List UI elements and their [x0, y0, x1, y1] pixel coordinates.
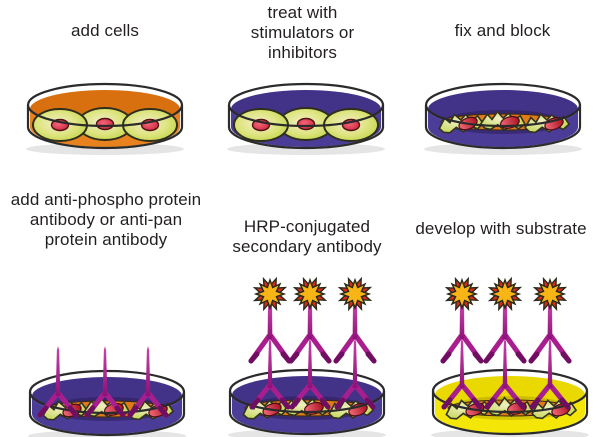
step-label-fix-and-block: fix and block: [454, 21, 551, 40]
illustration-primary-antibody: [5, 280, 205, 437]
step-label-add-cells: add cells: [71, 21, 139, 40]
illustration-treat: [205, 78, 405, 178]
step-label-develop: develop with substrate: [415, 219, 587, 238]
petri-dish-orange-live-cells-icon: [26, 84, 184, 155]
step-label-secondary-antibody: HRP-conjugated secondary antibody: [232, 217, 382, 257]
antibody-stack-icons: [440, 272, 571, 407]
antibody-stack-icons: [248, 272, 376, 407]
step-label-primary-antibody: add anti-phospho protein antibody or ant…: [10, 190, 202, 250]
petri-dish-purple-live-cells-icon: [227, 84, 385, 155]
illustration-fix-and-block: [405, 78, 600, 178]
step-label-treat: treat with stimulators or inhibitors: [250, 3, 355, 63]
illustration-develop: [405, 272, 600, 437]
illustration-add-cells: [5, 78, 205, 178]
petri-dish-purple-fixed-cells-icon: [424, 84, 582, 155]
illustration-secondary-antibody: [205, 272, 405, 437]
